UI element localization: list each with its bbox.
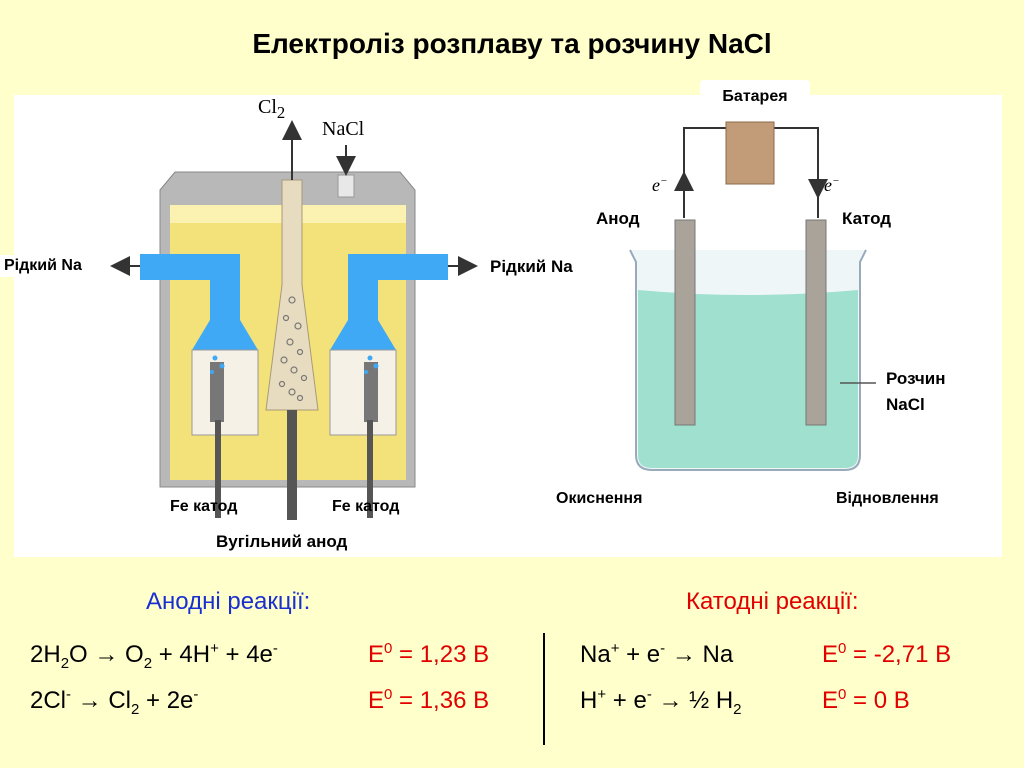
solution-label-line2: NaCl	[886, 395, 925, 414]
nacl-inlet-label: NaCl	[322, 118, 365, 140]
solution-label-line1: Розчин	[886, 369, 946, 388]
anodic-reaction-1: 2H2O → O2 + 4H+ + 4e-	[30, 640, 278, 672]
fe-cathode-label-right: Fe катод	[332, 498, 400, 515]
chlorine-bubbles	[278, 296, 308, 402]
electron-label-right: e−	[824, 175, 840, 195]
carbon-anode-label: Вугільний анод	[216, 532, 348, 551]
anodic-reaction-2: 2Cl- → Cl2 + 2e-	[30, 686, 199, 718]
anodic-potential-1: E0 = 1,23 B	[368, 640, 490, 668]
anodic-reactions-header: Анодні реакції:	[146, 588, 311, 615]
cathodic-reaction-1: Na+ + e- → Na	[580, 640, 734, 668]
cathodic-potential-2: E0 = 0 B	[822, 686, 910, 714]
battery-label: Батарея	[700, 80, 810, 114]
cathodic-reactions-header: Катодні реакції:	[686, 588, 859, 615]
liquid-na-label-left: Рідкий Na	[0, 255, 86, 277]
fe-cathode-label-left: Fe катод	[170, 498, 238, 515]
cl2-label: Cl2	[258, 96, 286, 122]
anode-label: Анод	[596, 209, 640, 228]
cathodic-potential-1: E0 = -2,71 B	[822, 640, 952, 668]
solution-label-box: Розчин NaCl	[878, 345, 998, 425]
anode-rod	[674, 219, 696, 426]
page-title: Електроліз розплаву та розчину NaCl	[252, 28, 772, 59]
reaction-divider	[543, 633, 545, 745]
carbon-anode-tube	[265, 179, 319, 411]
reduction-label: Відновлення	[836, 490, 939, 507]
liquid-na-channel-left	[140, 254, 258, 350]
cathode-rod	[805, 219, 827, 426]
na-droplets	[210, 355, 379, 374]
battery	[725, 121, 775, 185]
liquid-na-label-right: Рідкий Na	[490, 257, 573, 276]
electron-label-left: e−	[652, 175, 668, 195]
liquid-na-channel-right	[330, 254, 448, 350]
cathodic-reaction-2: H+ + e- → ½ H2	[580, 686, 742, 718]
anodic-potential-2: E0 = 1,36 B	[368, 686, 490, 714]
cathode-label: Катод	[842, 209, 892, 228]
oxidation-label: Окиснення	[556, 490, 643, 507]
